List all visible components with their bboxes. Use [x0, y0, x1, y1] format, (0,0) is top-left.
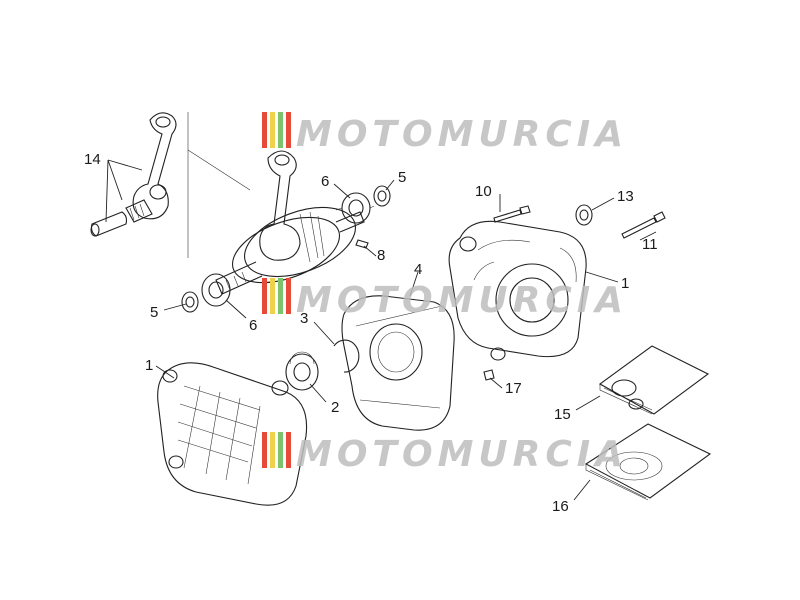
bearing-icon — [201, 273, 231, 307]
callout-16: 16 — [552, 498, 569, 515]
callout-5: 5 — [150, 304, 158, 321]
seal-icon — [575, 204, 593, 226]
kit-pack-icon — [584, 423, 712, 501]
watermark-bar-icon — [286, 112, 291, 148]
watermark-bar-icon — [278, 112, 283, 148]
watermark-bar-icon — [262, 112, 267, 148]
watermark-text: MOTOMURCIA — [296, 434, 628, 475]
watermark-logo: MOTOMURCIA — [262, 112, 628, 155]
callout-6: 6 — [249, 317, 257, 334]
watermark-logo: MOTOMURCIA — [262, 278, 628, 321]
watermark-bar-icon — [278, 278, 283, 314]
bolt-icon — [621, 211, 666, 239]
gasket-icon — [341, 295, 455, 431]
watermark-bar-icon — [262, 278, 267, 314]
watermark-bar-icon — [270, 432, 275, 468]
watermark-text: MOTOMURCIA — [296, 280, 628, 321]
connecting-rod-detail-icon — [90, 112, 251, 258]
dowel-icon — [483, 369, 495, 381]
callout-8: 8 — [377, 247, 385, 264]
watermark-bar-icon — [262, 432, 267, 468]
callout-6: 6 — [321, 173, 329, 190]
callout-17: 17 — [505, 380, 522, 397]
callout-1: 1 — [621, 275, 629, 292]
callout-11: 11 — [642, 236, 658, 253]
crankcase-left-icon — [157, 362, 308, 506]
watermark-bar-icon — [278, 432, 283, 468]
seal-icon — [181, 291, 199, 313]
callout-1: 1 — [145, 357, 153, 374]
callout-5: 5 — [398, 169, 406, 186]
watermark-bar-icon — [286, 278, 291, 314]
watermark-logo: MOTOMURCIA — [262, 432, 628, 475]
watermark-bar-icon — [286, 432, 291, 468]
callout-2: 2 — [331, 399, 339, 416]
callout-10: 10 — [475, 183, 492, 200]
crankcase-right-icon — [448, 220, 587, 361]
kit-pack-icon — [598, 345, 710, 415]
leader-lines — [105, 159, 657, 501]
callout-3: 3 — [300, 310, 308, 327]
callout-13: 13 — [617, 188, 634, 205]
bearing-icon — [285, 351, 319, 391]
bolt-icon — [493, 205, 531, 223]
crankshaft-icon — [215, 150, 365, 295]
watermark-bar-icon — [270, 278, 275, 314]
callout-15: 15 — [554, 406, 571, 423]
watermark-bar-icon — [270, 112, 275, 148]
bearing-icon — [335, 192, 375, 224]
watermark-text: MOTOMURCIA — [296, 114, 628, 155]
callout-14: 14 — [84, 151, 101, 168]
key-icon — [355, 239, 369, 249]
circlip-icon — [333, 339, 360, 373]
seal-icon — [373, 185, 391, 207]
callout-4: 4 — [414, 261, 422, 278]
